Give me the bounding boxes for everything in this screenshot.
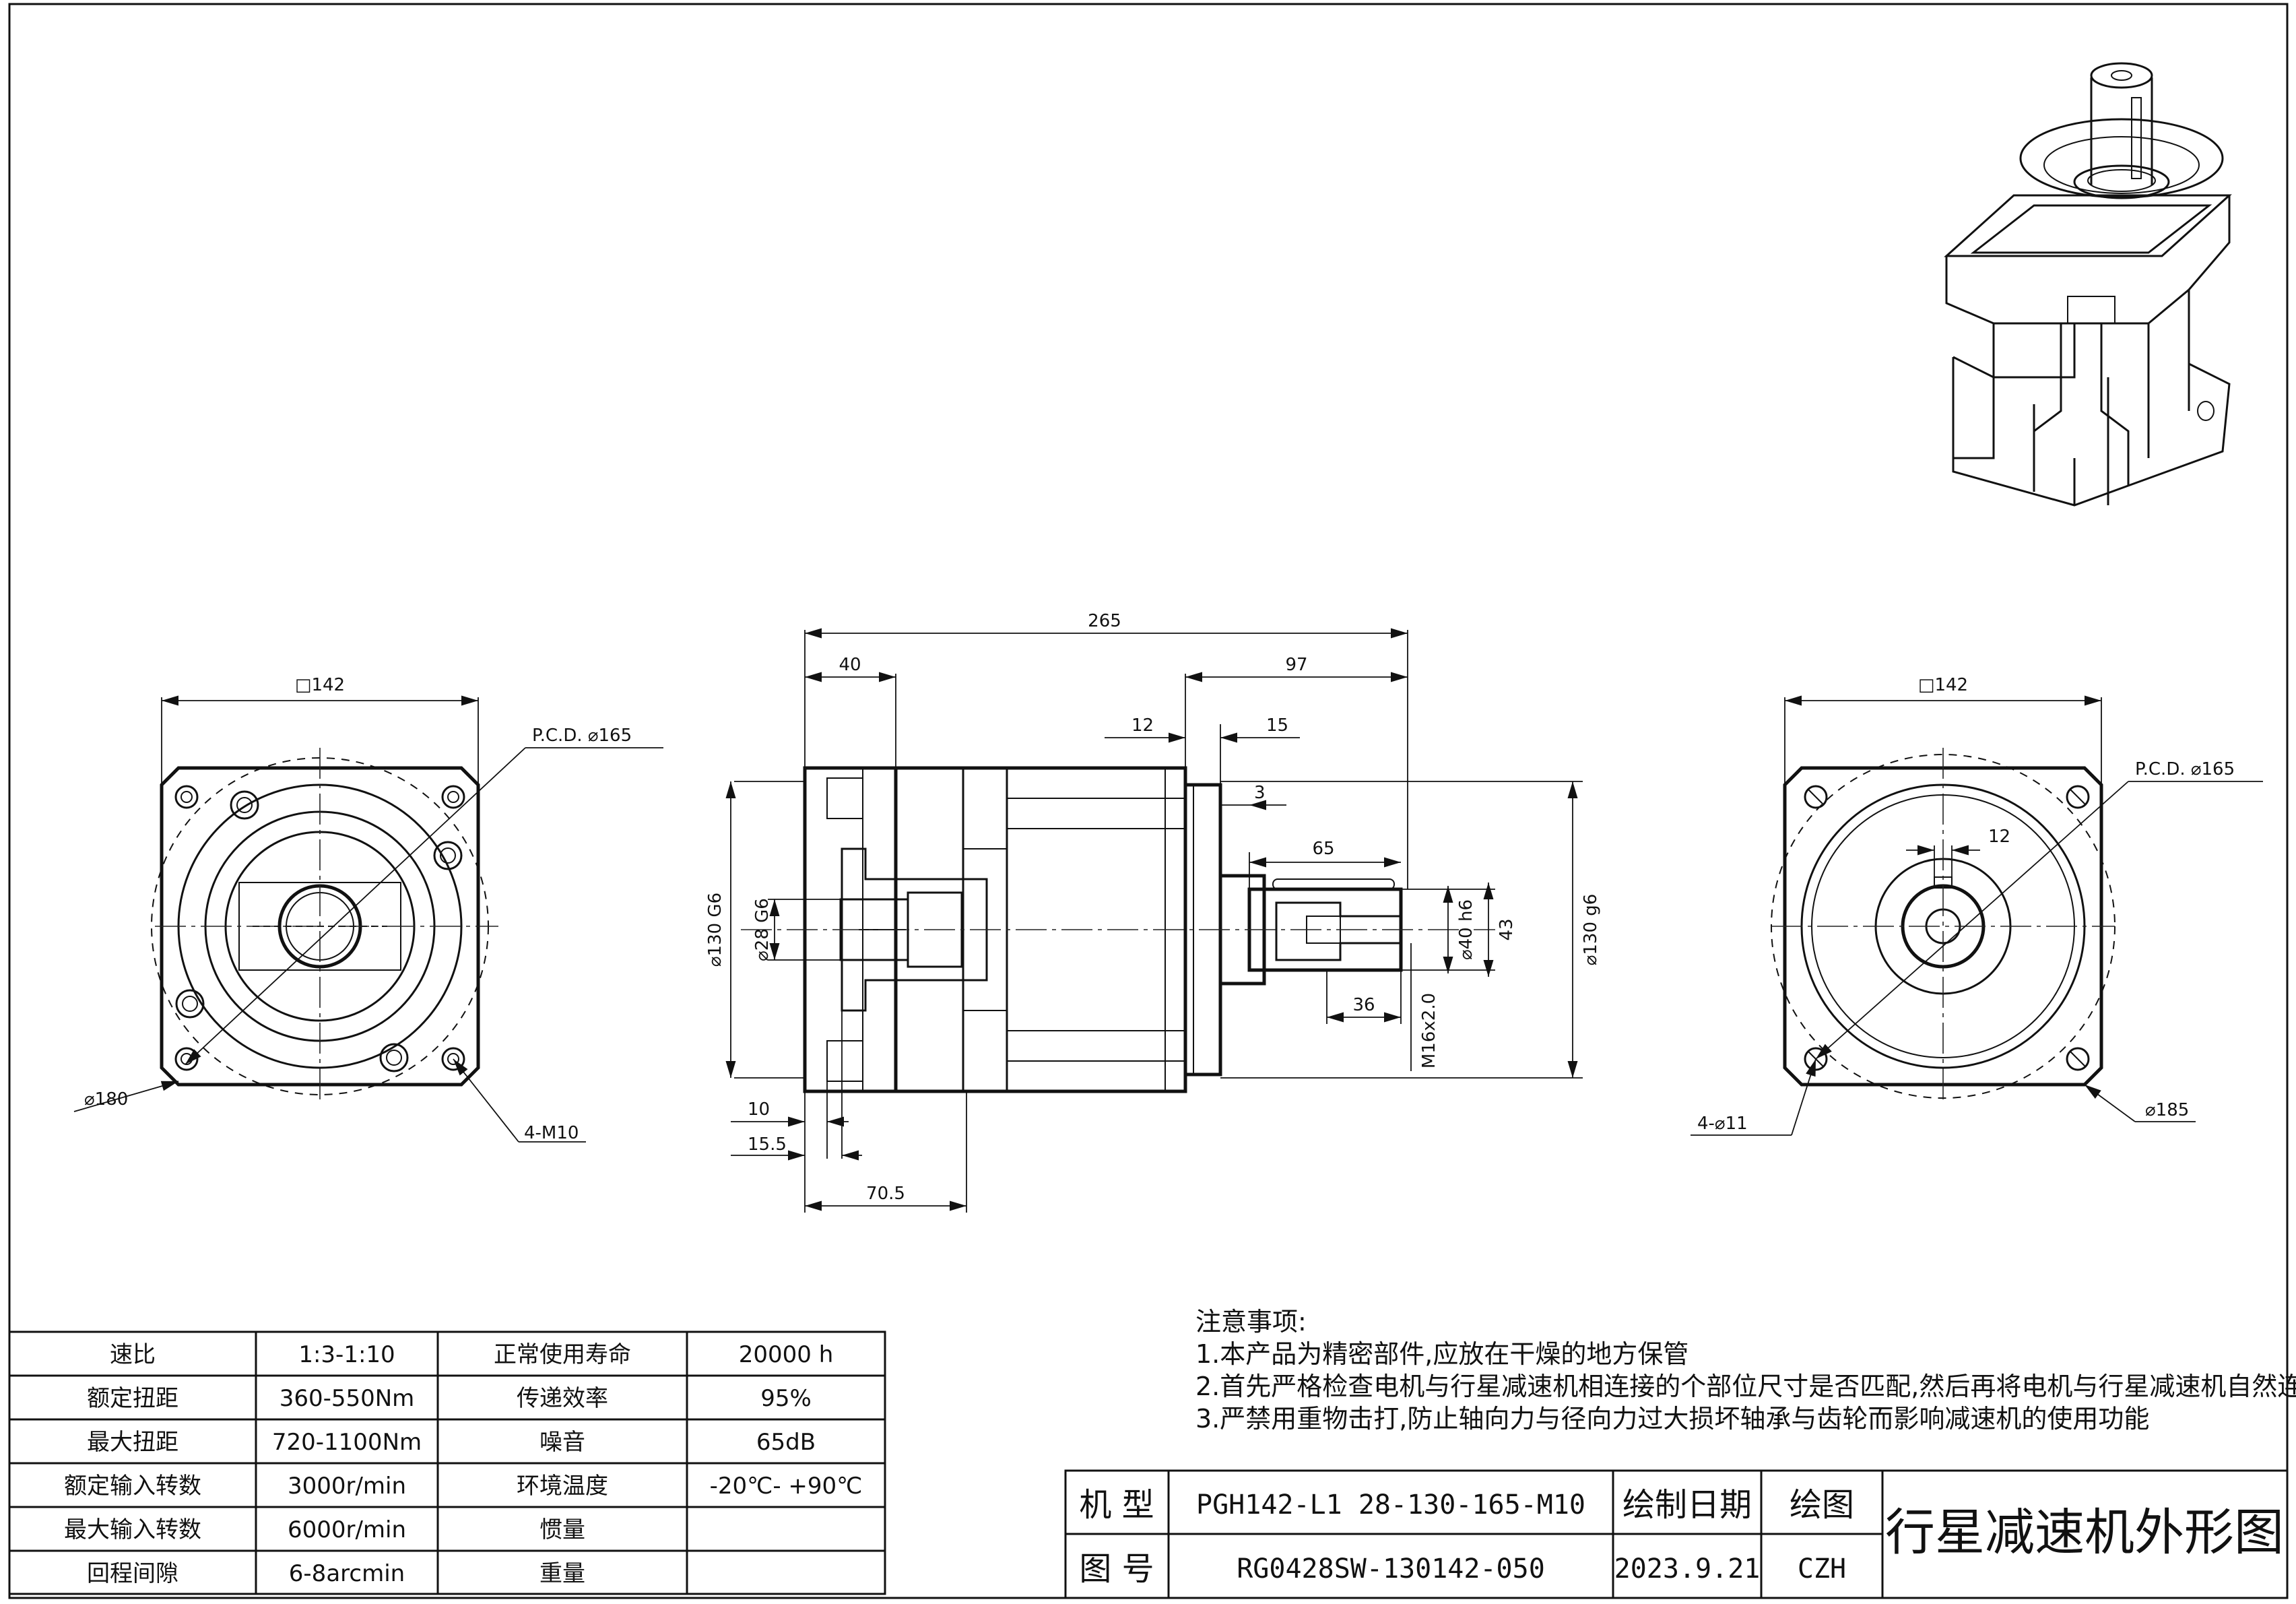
front-hole <box>174 1047 199 1071</box>
dim-side-155: 15.5 <box>748 1134 787 1155</box>
dim-side-total: 265 <box>1088 611 1121 631</box>
dim-side-43: 43 <box>1497 918 1517 940</box>
front-hole <box>174 785 199 809</box>
dim-side-28g6: ⌀28 G6 <box>752 898 773 961</box>
drawer-value: CZH <box>1798 1553 1846 1584</box>
model-label: 机 型 <box>1079 1486 1154 1524</box>
isometric-view <box>1944 62 2232 507</box>
spec-key: 回程间隙 <box>87 1560 178 1587</box>
spec-table: 速比 1:3-1:10 正常使用寿命 20000 h 额定扭距 360-550N… <box>8 1330 886 1595</box>
dim-side-m16: M16x2.0 <box>1419 993 1439 1068</box>
dim-side-36: 36 <box>1352 995 1375 1015</box>
note-line-2: 2.首先严格检查电机与行星减速机相连接的个部位尺寸是否匹配,然后再将电机与行星减… <box>1195 1372 2296 1401</box>
dim-side-97: 97 <box>1285 655 1307 675</box>
note-line-3: 3.严禁用重物击打,防止轴向力与径向力过大损坏轴承与齿轮而影响减速机的使用功能 <box>1195 1404 2149 1434</box>
spec-value: 720-1100Nm <box>272 1429 422 1456</box>
spec-value: 6-8arcmin <box>289 1560 405 1587</box>
spec-key: 惯量 <box>539 1516 585 1543</box>
dim-side-705: 70.5 <box>866 1184 905 1204</box>
spec-key: 传递效率 <box>517 1385 608 1412</box>
front-flange-square <box>160 766 480 1087</box>
dim-rear-12: 12 <box>1988 827 2010 847</box>
dim-side-10: 10 <box>748 1099 770 1120</box>
side-view: 265 40 97 12 15 3 65 36 ⌀40 h6 43 ⌀130 g… <box>705 611 1601 1213</box>
spec-value: 95% <box>760 1385 812 1412</box>
dim-side-130g6-right: ⌀130 g6 <box>1581 894 1601 966</box>
dim-rear-outer: ⌀185 <box>2145 1100 2189 1120</box>
front-view: □142 P.C.D. ⌀165 ⌀180 4-M10 <box>73 675 663 1143</box>
dim-front-outer: ⌀180 <box>84 1089 128 1110</box>
spec-value: 360-550Nm <box>280 1385 415 1412</box>
drawing-title: 行星减速机外形图 <box>1885 1504 2284 1562</box>
rear-view: □142 P.C.D. ⌀165 12 4-⌀11 ⌀185 <box>1691 675 2263 1136</box>
drawing-no-value: RG0428SW-130142-050 <box>1237 1553 1545 1584</box>
dim-side-130g6-left: ⌀130 G6 <box>705 893 725 967</box>
spec-row: 最大扭距 720-1100Nm 噪音 65dB <box>87 1429 816 1456</box>
spec-key: 最大输入转数 <box>64 1516 201 1543</box>
title-block: 机 型 PGH142-L1 28-130-165-M10 图 号 RG0428S… <box>1064 1469 2289 1599</box>
dim-rear-pcd: P.C.D. ⌀165 <box>2135 759 2235 779</box>
dim-front-square: □142 <box>295 675 345 695</box>
side-input-hub-section <box>841 847 988 1012</box>
dim-rear-holes: 4-⌀11 <box>1697 1114 1748 1134</box>
spec-key: 环境温度 <box>517 1473 608 1500</box>
spec-value: 65dB <box>756 1429 816 1456</box>
spec-value: 1:3-1:10 <box>298 1341 395 1368</box>
note-line-1: 1.本产品为精密部件,应放在干燥的地方保管 <box>1195 1339 1688 1369</box>
model-value: PGH142-L1 28-130-165-M10 <box>1196 1489 1585 1520</box>
spec-key: 正常使用寿命 <box>494 1341 631 1368</box>
spec-key: 重量 <box>539 1560 585 1587</box>
spec-key: 速比 <box>110 1341 156 1368</box>
dim-side-65: 65 <box>1312 839 1334 859</box>
date-label: 绘制日期 <box>1622 1486 1752 1524</box>
drawer-label: 绘图 <box>1790 1486 1854 1524</box>
side-tap-hole-section <box>1275 901 1402 961</box>
spec-row: 额定输入转数 3000r/min 环境温度 -20℃- +90℃ <box>64 1473 862 1500</box>
dim-front-pcd: P.C.D. ⌀165 <box>532 726 632 746</box>
spec-key: 噪音 <box>539 1429 585 1456</box>
spec-row: 回程间隙 6-8arcmin 重量 <box>87 1560 585 1587</box>
spec-value: 6000r/min <box>288 1516 406 1543</box>
date-value: 2023.9.21 <box>1614 1553 1761 1584</box>
dim-side-12: 12 <box>1131 715 1154 736</box>
dim-side-3: 3 <box>1254 783 1266 803</box>
dim-front-holes: 4-M10 <box>524 1123 579 1143</box>
dim-rear-square: □142 <box>1918 675 1968 695</box>
dim-side-40: 40 <box>839 655 861 675</box>
spec-value: -20℃- +90℃ <box>710 1473 863 1500</box>
spec-key: 最大扭距 <box>87 1429 178 1456</box>
spec-key: 额定输入转数 <box>64 1473 201 1500</box>
front-hole <box>441 785 465 809</box>
spec-row: 额定扭距 360-550Nm 传递效率 95% <box>87 1385 812 1412</box>
spec-key: 额定扭距 <box>87 1385 178 1412</box>
drawing-no-label: 图 号 <box>1079 1550 1154 1588</box>
dim-side-15: 15 <box>1266 715 1288 736</box>
spec-value: 3000r/min <box>288 1473 406 1500</box>
spec-row: 速比 1:3-1:10 正常使用寿命 20000 h <box>110 1341 833 1368</box>
spec-row: 最大输入转数 6000r/min 惯量 <box>64 1516 585 1543</box>
notes-title: 注意事项: <box>1195 1307 1307 1337</box>
notes-block: 注意事项: 1.本产品为精密部件,应放在干燥的地方保管 2.首先严格检查电机与行… <box>1195 1307 2296 1434</box>
dim-side-40h6: ⌀40 h6 <box>1456 899 1476 960</box>
spec-value: 20000 h <box>739 1341 834 1368</box>
